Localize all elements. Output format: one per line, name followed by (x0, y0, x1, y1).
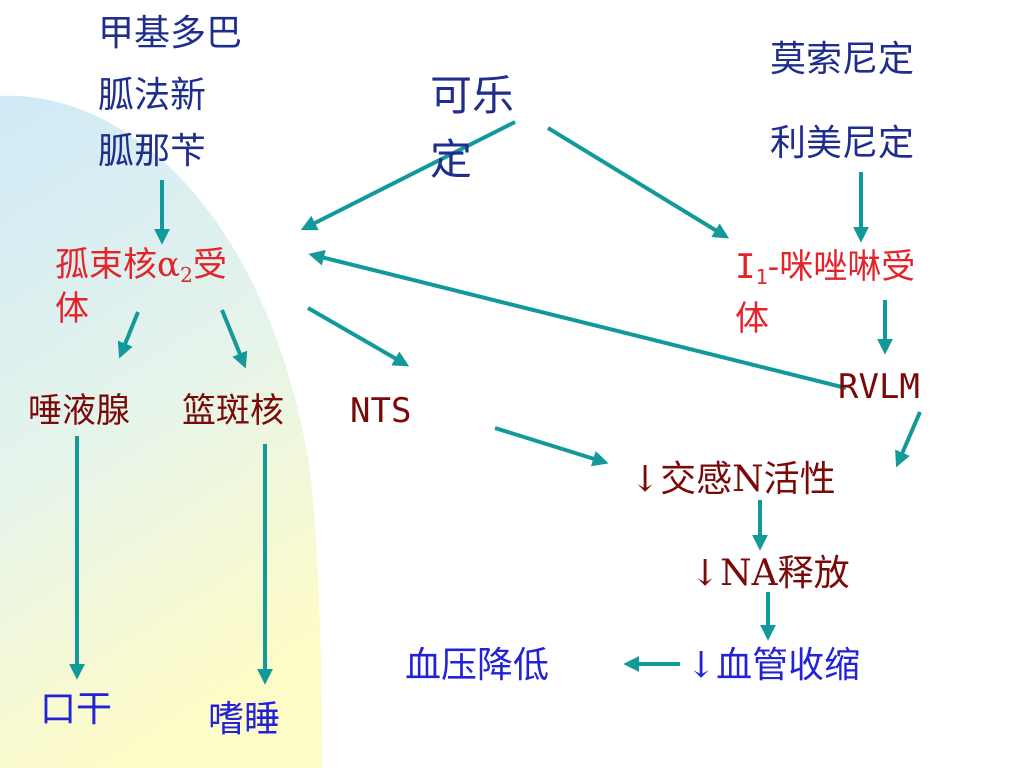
node-na-release: ↓NA释放 (690, 553, 850, 594)
arrow-nts-to-sympathetic (494, 426, 609, 467)
arrow-alpha2-to-salivary (117, 311, 140, 359)
node-salivary-gland: 唾液腺 (28, 391, 130, 431)
arrow-rvlm-to-sympathetic (895, 411, 922, 468)
node-sympathetic-activity: ↓交感N活性 (630, 459, 836, 500)
drug-methyldopa: 甲基多巴 (98, 13, 243, 54)
arrow-rvlm-to-alpha2 (308, 249, 847, 390)
node-rvlm: RVLM (838, 367, 920, 407)
drug-guanabenz: 胍那苄 (98, 131, 207, 172)
arrow-alpha2-to-locus (220, 309, 248, 369)
effect-drowsiness: 嗜睡 (208, 699, 281, 740)
drug-guanfacine: 胍法新 (98, 75, 207, 116)
drug-clonidine-line2: 定 (430, 135, 473, 184)
drug-clonidine-line1: 可乐 (430, 71, 515, 120)
arrow-clonidine-to-alpha2 (300, 120, 516, 231)
drug-moxonidine: 莫索尼定 (770, 39, 915, 80)
effect-dry-mouth: 口干 (40, 689, 113, 730)
node-vasoconstriction: ↓血管收缩 (686, 645, 861, 686)
i1-receptor-label: I1-咪唑啉受 (735, 247, 916, 290)
arrow-alpha2-to-nts (307, 306, 410, 367)
node-nts: NTS (350, 391, 412, 431)
node-bp-decrease: 血压降低 (405, 645, 550, 686)
i1-receptor-label-line2: 体 (735, 299, 769, 339)
drug-rilmenidine: 利美尼定 (770, 123, 915, 164)
alpha2-receptor-label-line2: 体 (55, 289, 89, 329)
node-locus-coeruleus: 篮斑核 (182, 391, 284, 431)
arrow-clonidine-to-i1 (546, 126, 730, 239)
alpha2-receptor-label: 孤束核α2受 (55, 245, 227, 288)
